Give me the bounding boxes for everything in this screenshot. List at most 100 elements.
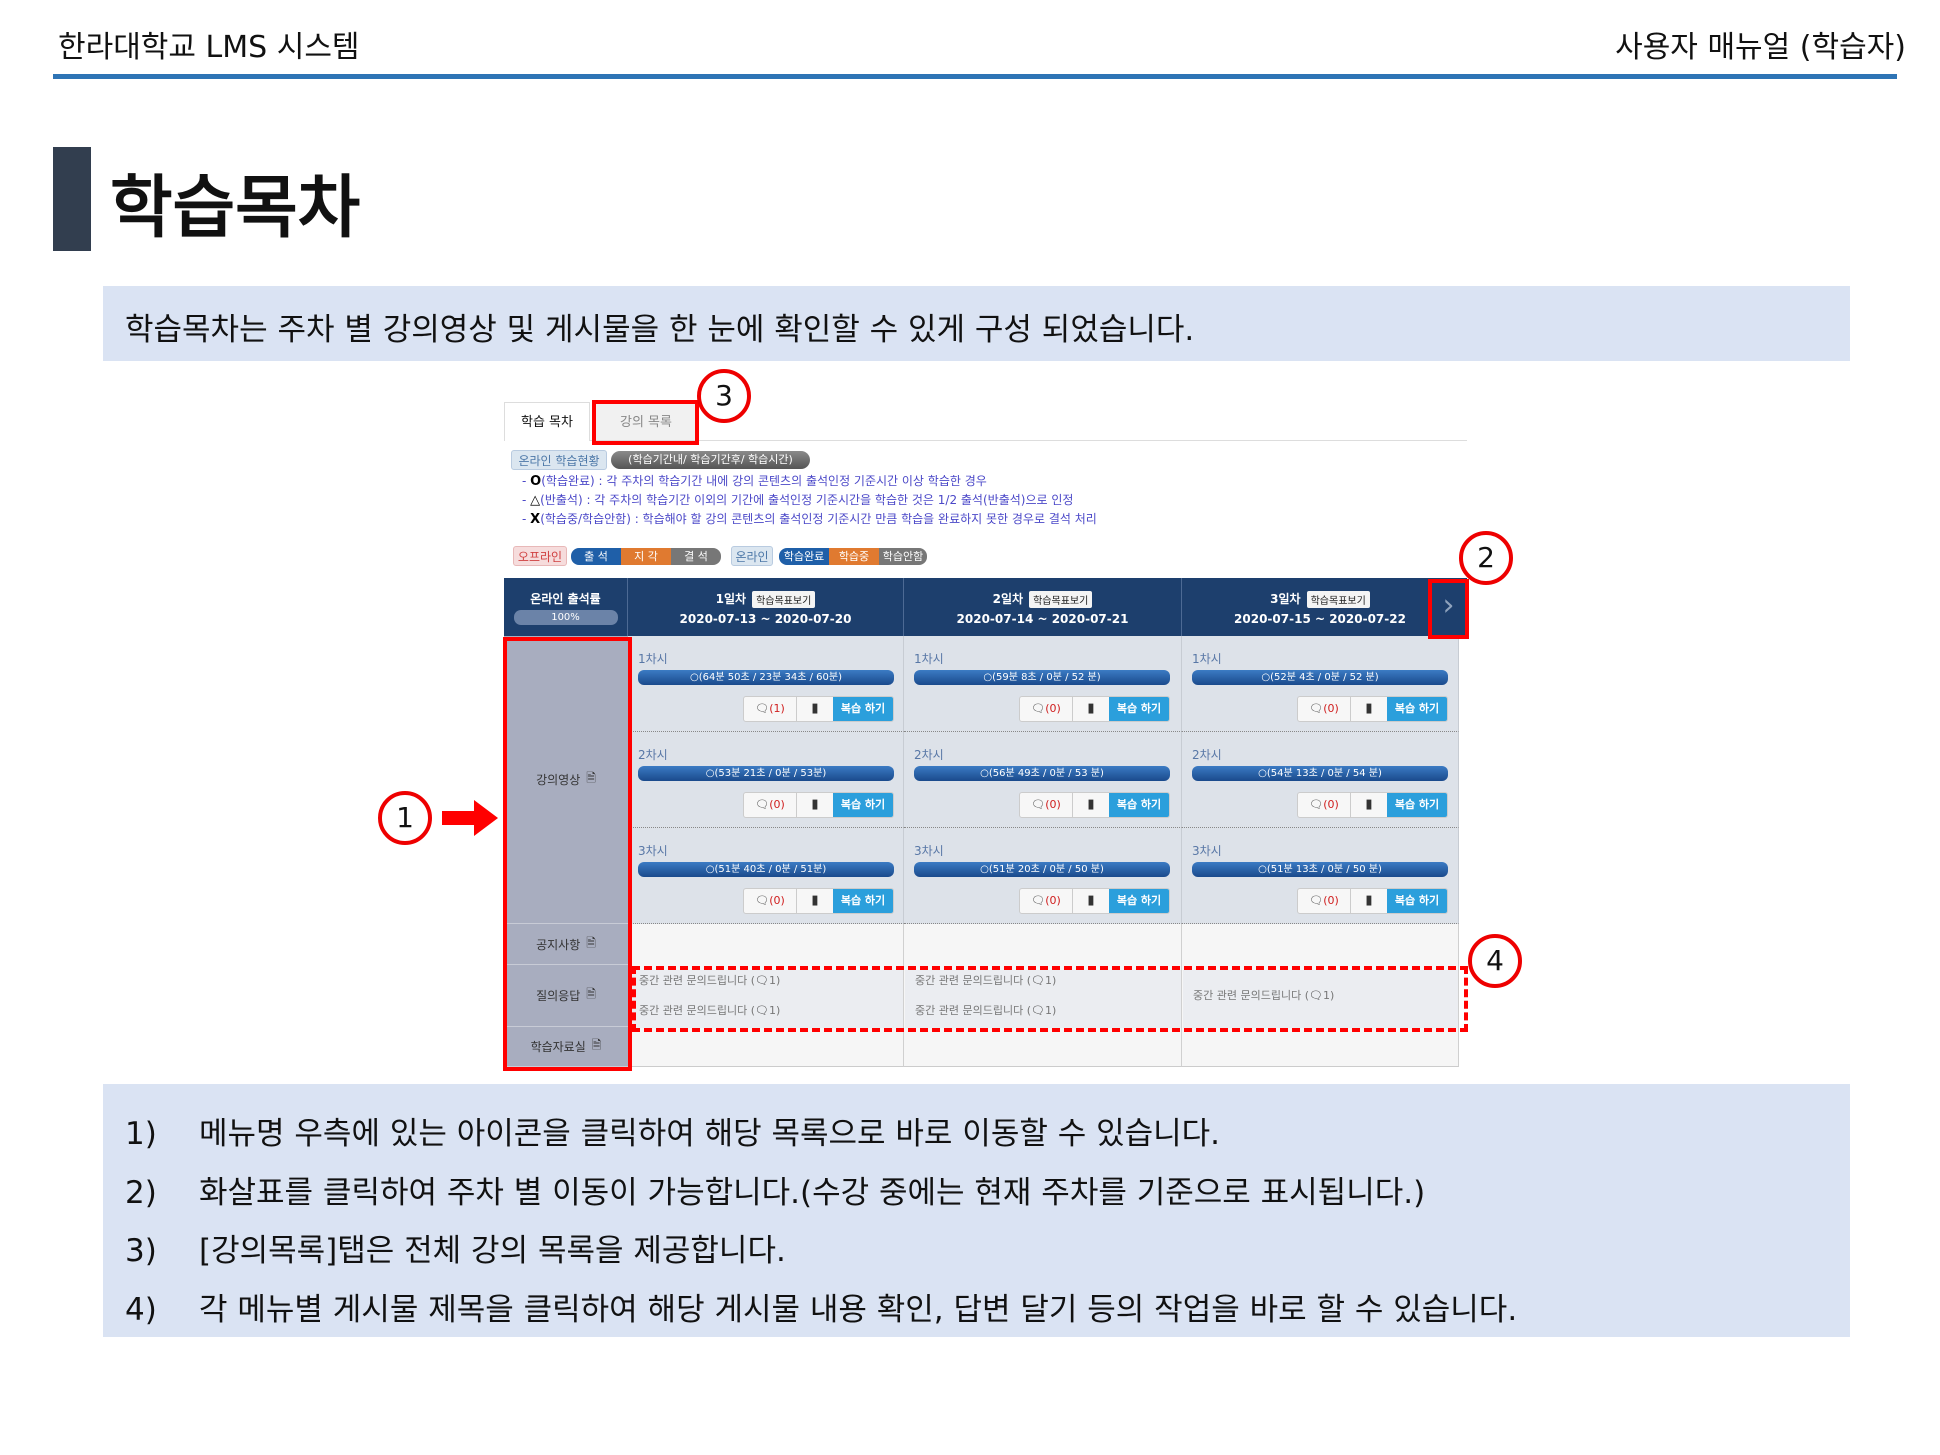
comment-button[interactable]: 🗨(0) (1020, 697, 1072, 721)
comment-count: (0) (769, 894, 785, 907)
online-label: 온라인 (731, 546, 773, 566)
progress-bar: ○(54분 13초 / 0분 / 54 분) (1192, 766, 1448, 781)
reply-count: 1) (768, 1004, 781, 1017)
session-cell: 3차시 ○(51분 40초 / 0분 / 51분) 🗨(0) ▮ 복습 하기 (628, 828, 904, 924)
qna-cell (905, 970, 1181, 1028)
study-time: (51분 20초 / 0분 / 50 분) (988, 864, 1104, 875)
comment-button[interactable]: 🗨(0) (744, 793, 796, 817)
notebook-icon[interactable]: ▮ (1072, 793, 1109, 817)
notebook-icon[interactable]: ▮ (1350, 697, 1387, 721)
review-button[interactable]: 복습 하기 (1109, 889, 1169, 913)
session-cell: 2차시 ○(54분 13초 / 0분 / 54 분) 🗨(0) ▮ 복습 하기 (1182, 732, 1459, 828)
session-label: 1차시 (914, 652, 944, 666)
highlight-tab (592, 400, 699, 445)
study-time: (51분 13초 / 0분 / 50 분) (1266, 864, 1382, 875)
comment-button[interactable]: 🗨(0) (1298, 697, 1350, 721)
comment-icon: 🗨 (754, 974, 769, 987)
note-number: 4) (125, 1292, 157, 1328)
status-label: 온라인 학습현황 (511, 450, 607, 470)
post-title: 중간 관련 문의드립니다 ( (915, 1004, 1031, 1017)
comment-icon: 🗨 (1309, 894, 1324, 907)
menu-label: 강의영상 (536, 773, 581, 787)
reply-count: 1) (768, 974, 781, 987)
session-label: 2차시 (914, 748, 944, 762)
qna-post-link[interactable]: 중간 관련 문의드립니다 (🗨1) (639, 1002, 780, 1018)
review-button[interactable]: 복습 하기 (1387, 793, 1447, 817)
menu-materials[interactable]: 학습자료실🗎 (504, 1027, 628, 1067)
next-week-arrow-icon[interactable]: › (1430, 578, 1467, 636)
session-cell: 1차시 ○(52분 4초 / 0분 / 52 분) 🗨(0) ▮ 복습 하기 (1182, 636, 1459, 732)
session-actions: 🗨(0) ▮ 복습 하기 (1019, 792, 1170, 818)
study-time: (64분 50초 / 23분 34초 / 60분) (698, 672, 842, 683)
session-actions: 🗨(0) ▮ 복습 하기 (743, 792, 894, 818)
legend-text: (학습중/학습안함) : 학습해야 할 강의 콘텐츠의 출석인정 기준시간 만큼… (540, 512, 1097, 526)
comment-icon: 🗨 (754, 1004, 769, 1017)
notebook-icon[interactable]: ▮ (1350, 793, 1387, 817)
callout-1: 1 (378, 791, 432, 845)
learning-goal-button[interactable]: 학습목표보기 (752, 591, 816, 608)
comment-button[interactable]: 🗨(0) (744, 889, 796, 913)
week-title: 3일차 (1270, 592, 1301, 606)
legend-line: - X(학습중/학습안함) : 학습해야 할 강의 콘텐츠의 출석인정 기준시간… (522, 512, 1097, 527)
review-button[interactable]: 복습 하기 (833, 697, 893, 721)
review-button[interactable]: 복습 하기 (1387, 697, 1447, 721)
comment-count: (0) (1045, 798, 1061, 811)
comment-button[interactable]: 🗨(0) (1020, 793, 1072, 817)
menu-notice[interactable]: 공지사항🗎 (504, 924, 628, 965)
qna-post-link[interactable]: 중간 관련 문의드립니다 (🗨1) (639, 972, 780, 988)
tab-lecture-list[interactable]: 강의 목록 (596, 404, 696, 441)
comment-icon: 🗨 (1309, 702, 1324, 715)
notebook-icon[interactable]: ▮ (1072, 697, 1109, 721)
session-label: 3차시 (1192, 844, 1222, 858)
session-actions: 🗨(0) ▮ 복습 하기 (1019, 696, 1170, 722)
comment-button[interactable]: 🗨(1) (744, 697, 796, 721)
progress-bar: ○(51분 13초 / 0분 / 50 분) (1192, 862, 1448, 877)
menu-lecture-video[interactable]: 강의영상 🗎 (504, 636, 628, 924)
comment-button[interactable]: 🗨(0) (1020, 889, 1072, 913)
review-button[interactable]: 복습 하기 (1387, 889, 1447, 913)
document-icon[interactable]: 🗎 (591, 1038, 602, 1052)
learning-goal-button[interactable]: 학습목표보기 (1029, 591, 1093, 608)
session-cell: 2차시 ○(53분 21초 / 0분 / 53분) 🗨(0) ▮ 복습 하기 (628, 732, 904, 828)
comment-button[interactable]: 🗨(0) (1298, 793, 1350, 817)
comment-count: (0) (1045, 894, 1061, 907)
post-title: 중간 관련 문의드립니다 ( (1193, 989, 1309, 1002)
legend-symbol: △ (530, 493, 541, 508)
session-cell: 2차시 ○(56분 49초 / 0분 / 53 분) 🗨(0) ▮ 복습 하기 (904, 732, 1182, 828)
session-label: 3차시 (638, 844, 668, 858)
note-text: 화살표를 클릭하여 주차 별 이동이 가능합니다.(수강 중에는 현재 주차를 … (199, 1175, 1426, 1211)
qna-post-link[interactable]: 중간 관련 문의드립니다 (🗨1) (915, 972, 1056, 988)
notebook-icon[interactable]: ▮ (1072, 889, 1109, 913)
chip-absent: 결 석 (671, 548, 721, 565)
attendance-rate-header: 온라인 출석률 100% (504, 578, 628, 636)
note-item: 1)메뉴명 우측에 있는 아이콘을 클릭하여 해당 목록으로 바로 이동할 수 … (125, 1108, 1220, 1153)
highlight-posts (632, 966, 1468, 1032)
notes-box: 1)메뉴명 우측에 있는 아이콘을 클릭하여 해당 목록으로 바로 이동할 수 … (103, 1084, 1850, 1337)
menu-qna[interactable]: 질의응답🗎 (504, 965, 628, 1027)
notebook-icon[interactable]: ▮ (796, 697, 833, 721)
notebook-icon[interactable]: ▮ (796, 793, 833, 817)
study-time: (54분 13초 / 0분 / 54 분) (1266, 768, 1382, 779)
chip-attend: 출 석 (571, 548, 621, 565)
session-actions: 🗨(0) ▮ 복습 하기 (1297, 888, 1448, 914)
review-button[interactable]: 복습 하기 (1109, 793, 1169, 817)
section-marker (53, 147, 91, 251)
qna-post-link[interactable]: 중간 관련 문의드립니다 (🗨1) (915, 1002, 1056, 1018)
progress-bar: ○(64분 50초 / 23분 34초 / 60분) (638, 670, 894, 685)
document-icon[interactable]: 🗎 (586, 771, 596, 785)
document-icon[interactable]: 🗎 (586, 935, 596, 950)
comment-button[interactable]: 🗨(0) (1298, 889, 1350, 913)
session-cell: 3차시 ○(51분 20초 / 0분 / 50 분) 🗨(0) ▮ 복습 하기 (904, 828, 1182, 924)
review-button[interactable]: 복습 하기 (833, 889, 893, 913)
document-icon[interactable]: 🗎 (586, 987, 596, 1001)
learning-goal-button[interactable]: 학습목표보기 (1306, 591, 1370, 608)
notebook-icon[interactable]: ▮ (1350, 889, 1387, 913)
review-button[interactable]: 복습 하기 (833, 793, 893, 817)
review-button[interactable]: 복습 하기 (1109, 697, 1169, 721)
notebook-icon[interactable]: ▮ (796, 889, 833, 913)
qna-post-link[interactable]: 중간 관련 문의드립니다 (🗨1) (1193, 987, 1334, 1003)
tab-learning-toc[interactable]: 학습 목차 (504, 402, 590, 441)
reply-count: 1) (1044, 1004, 1057, 1017)
session-actions: 🗨(0) ▮ 복습 하기 (1297, 696, 1448, 722)
